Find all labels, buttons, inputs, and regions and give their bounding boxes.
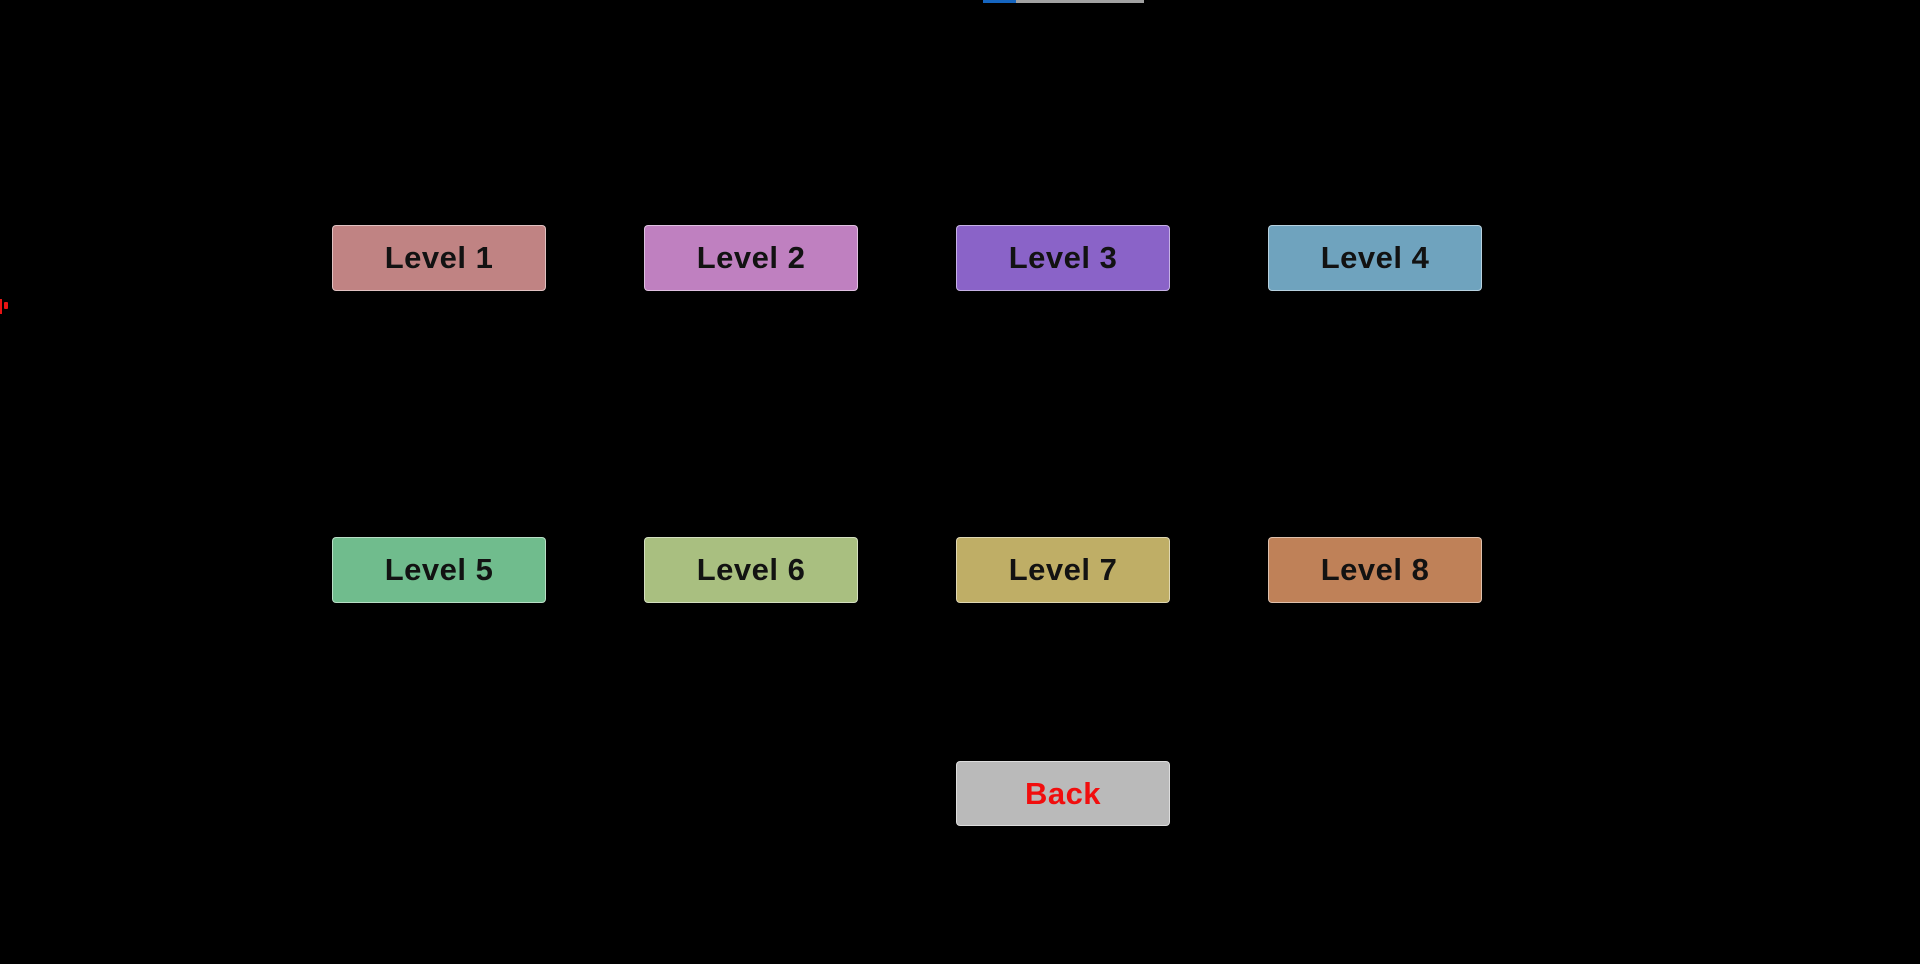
level-4-button[interactable]: Level 4 [1268,225,1482,291]
level-3-label: Level 3 [1008,240,1118,275]
back-button[interactable]: Back [956,761,1170,826]
level-4-label: Level 4 [1320,240,1430,275]
level-8-label: Level 8 [1320,552,1430,587]
top-progress-bar [983,0,1144,3]
level-5-button[interactable]: Level 5 [332,537,546,603]
level-2-label: Level 2 [696,240,806,275]
edge-marker-dot [4,302,8,309]
level-7-button[interactable]: Level 7 [956,537,1170,603]
level-7-label: Level 7 [1008,552,1118,587]
level-2-button[interactable]: Level 2 [644,225,858,291]
edge-marker-icon [0,299,9,315]
edge-marker-strip [0,299,2,314]
level-8-button[interactable]: Level 8 [1268,537,1482,603]
level-6-label: Level 6 [696,552,806,587]
progress-track [983,0,1144,3]
level-3-button[interactable]: Level 3 [956,225,1170,291]
level-1-label: Level 1 [384,240,494,275]
level-5-label: Level 5 [384,552,494,587]
level-6-button[interactable]: Level 6 [644,537,858,603]
progress-fill [983,0,1016,3]
back-button-label: Back [1024,775,1102,811]
level-1-button[interactable]: Level 1 [332,225,546,291]
